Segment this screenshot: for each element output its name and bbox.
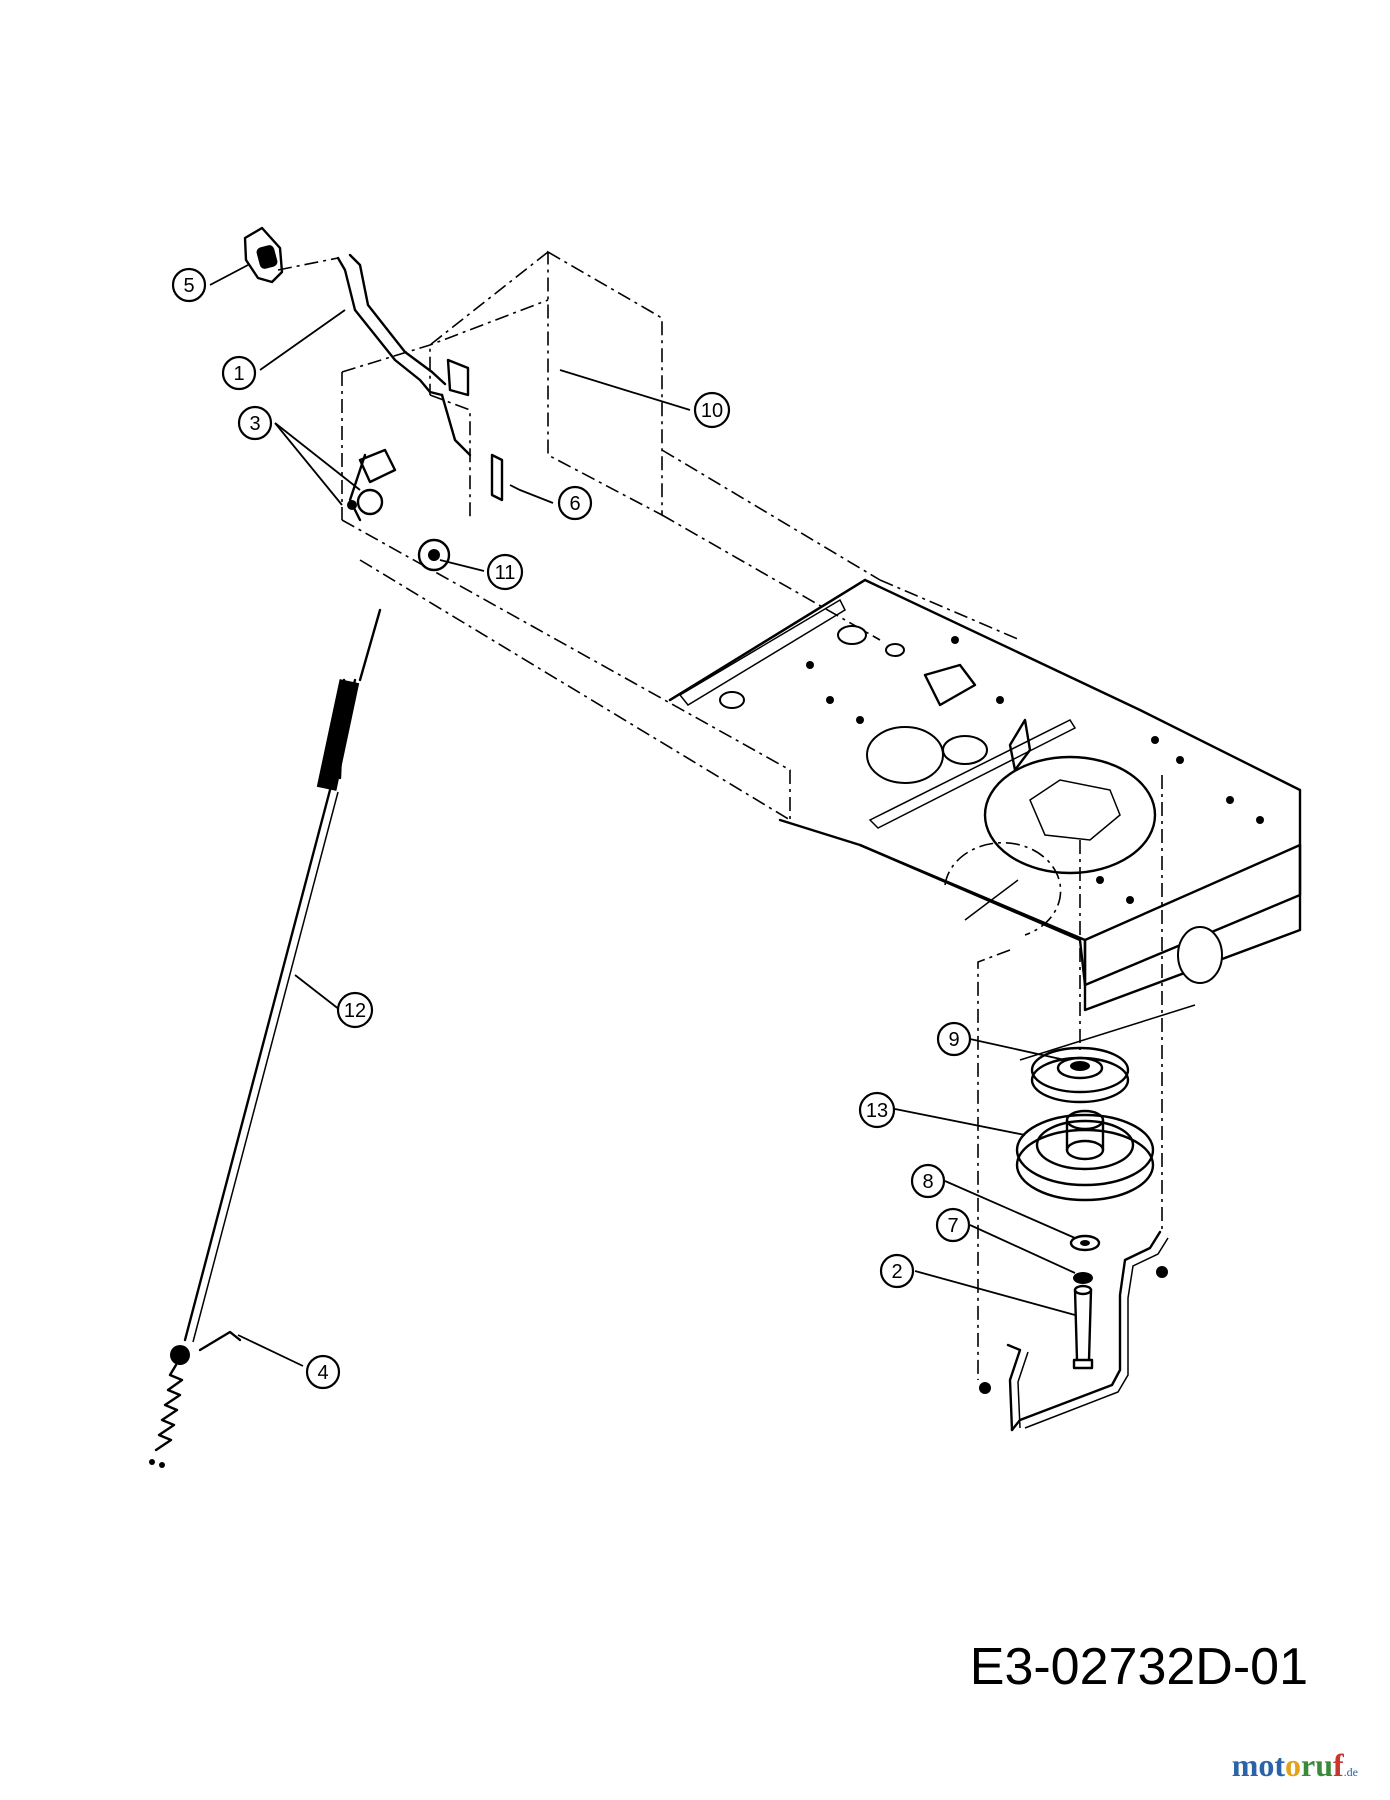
callout-1: 1: [221, 355, 257, 391]
callout-7: 7: [935, 1207, 971, 1243]
nut: [1073, 1272, 1093, 1284]
callout-5: 5: [171, 267, 207, 303]
brand-tld: .de: [1343, 1765, 1358, 1779]
callout-label: 8: [922, 1171, 933, 1193]
idler-pulley-large: [1015, 1109, 1155, 1202]
bracket-hardware: [347, 358, 504, 572]
tension-spring: [149, 1330, 242, 1468]
callout-label: 2: [891, 1261, 902, 1283]
clutch-cable: [183, 608, 382, 1343]
callout-label: 12: [344, 1000, 366, 1022]
assembly-centerlines: [977, 775, 1196, 1380]
callout-label: 7: [947, 1215, 958, 1237]
callout-label: 5: [183, 275, 194, 297]
brand-part: ru: [1301, 1747, 1334, 1783]
callout-3: 3: [237, 405, 273, 441]
callout-label: 10: [701, 400, 723, 422]
callout-label: 9: [948, 1029, 959, 1051]
washer: [1069, 1234, 1101, 1252]
callout-label: 6: [569, 493, 580, 515]
lever-grip: [243, 226, 284, 284]
callout-label: 3: [249, 413, 260, 435]
drawing-code: E3-02732D-01: [969, 1638, 1308, 1696]
brand-logo[interactable]: motoruf.de: [1232, 1747, 1358, 1784]
brand-part: o: [1285, 1747, 1302, 1783]
callout-12: 12: [336, 991, 374, 1029]
chassis-frame: [341, 250, 1302, 1012]
callout-label: 11: [495, 562, 516, 584]
brand-part: f: [1333, 1747, 1344, 1783]
idler-pulley-small: [1030, 1046, 1130, 1104]
callout-4: 4: [305, 1354, 341, 1390]
callout-10: 10: [693, 391, 731, 429]
shoulder-bolt: [1072, 1284, 1094, 1370]
callout-6: 6: [557, 485, 593, 521]
callout-label: 4: [317, 1362, 328, 1384]
callout-label: 13: [866, 1100, 888, 1122]
idler-arm-rod: [979, 1230, 1169, 1432]
callout-13: 13: [858, 1091, 896, 1129]
callout-2: 2: [879, 1253, 915, 1289]
clutch-lever: [277, 253, 472, 457]
brand-part: mot: [1231, 1747, 1286, 1783]
callout-11: 11: [486, 553, 524, 591]
callout-8: 8: [910, 1163, 946, 1199]
callout-label: 1: [233, 363, 244, 385]
callout-9: 9: [936, 1021, 972, 1057]
leader-lines: [209, 264, 1076, 1367]
